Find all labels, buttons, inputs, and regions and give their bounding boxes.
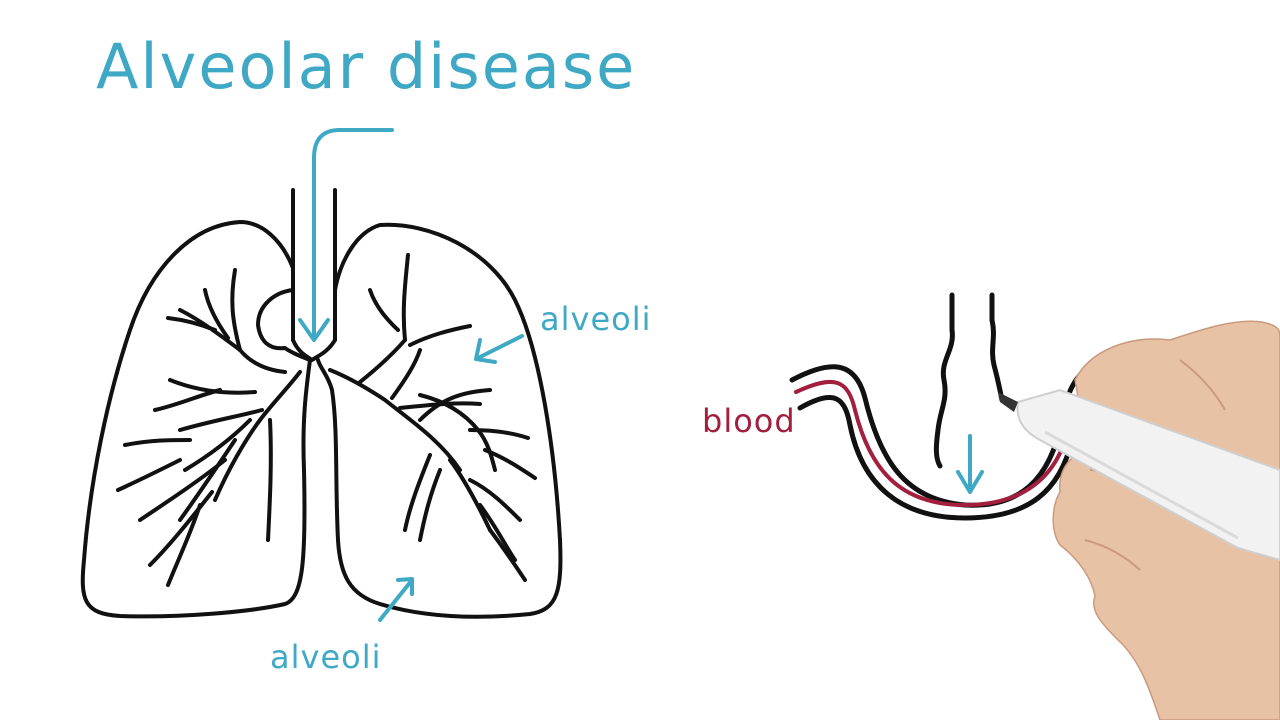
- alveoli-right-arrow-head: [474, 338, 497, 364]
- lungs-icon: [80, 188, 563, 619]
- page-title: Alveolar disease: [96, 30, 637, 103]
- airflow-arrow-head: [298, 318, 330, 342]
- marker-body: [1016, 388, 1280, 562]
- marker-tip: [998, 392, 1018, 412]
- marker-shadow: [1044, 430, 1239, 540]
- finger-line: [1084, 539, 1141, 571]
- alveoli-label-bottom: alveoli: [270, 638, 382, 676]
- left-lung-outline: [80, 220, 312, 619]
- alveoli-right-arrow: [476, 334, 524, 360]
- carina: [291, 338, 337, 362]
- right-bronchial-tree: [328, 253, 537, 582]
- marker-icon: [998, 388, 1280, 562]
- alveoli-label-right: alveoli: [540, 300, 652, 338]
- airway-right-wall: [989, 292, 1005, 403]
- annotation-arrows: [298, 128, 984, 622]
- airflow-arrow: [312, 128, 394, 340]
- left-bronchial-tree: [116, 268, 302, 587]
- diffusion-arrow-head: [956, 470, 984, 494]
- right-lung-outline: [316, 222, 563, 619]
- airway-left-wall: [933, 292, 955, 469]
- alveoli-bottom-arrow-head: [396, 577, 414, 596]
- thumb-line: [1179, 359, 1226, 411]
- alveolus-inner-wall: [797, 395, 1075, 521]
- alveoli-bottom-arrow: [378, 578, 414, 622]
- blood-label: blood: [702, 402, 796, 440]
